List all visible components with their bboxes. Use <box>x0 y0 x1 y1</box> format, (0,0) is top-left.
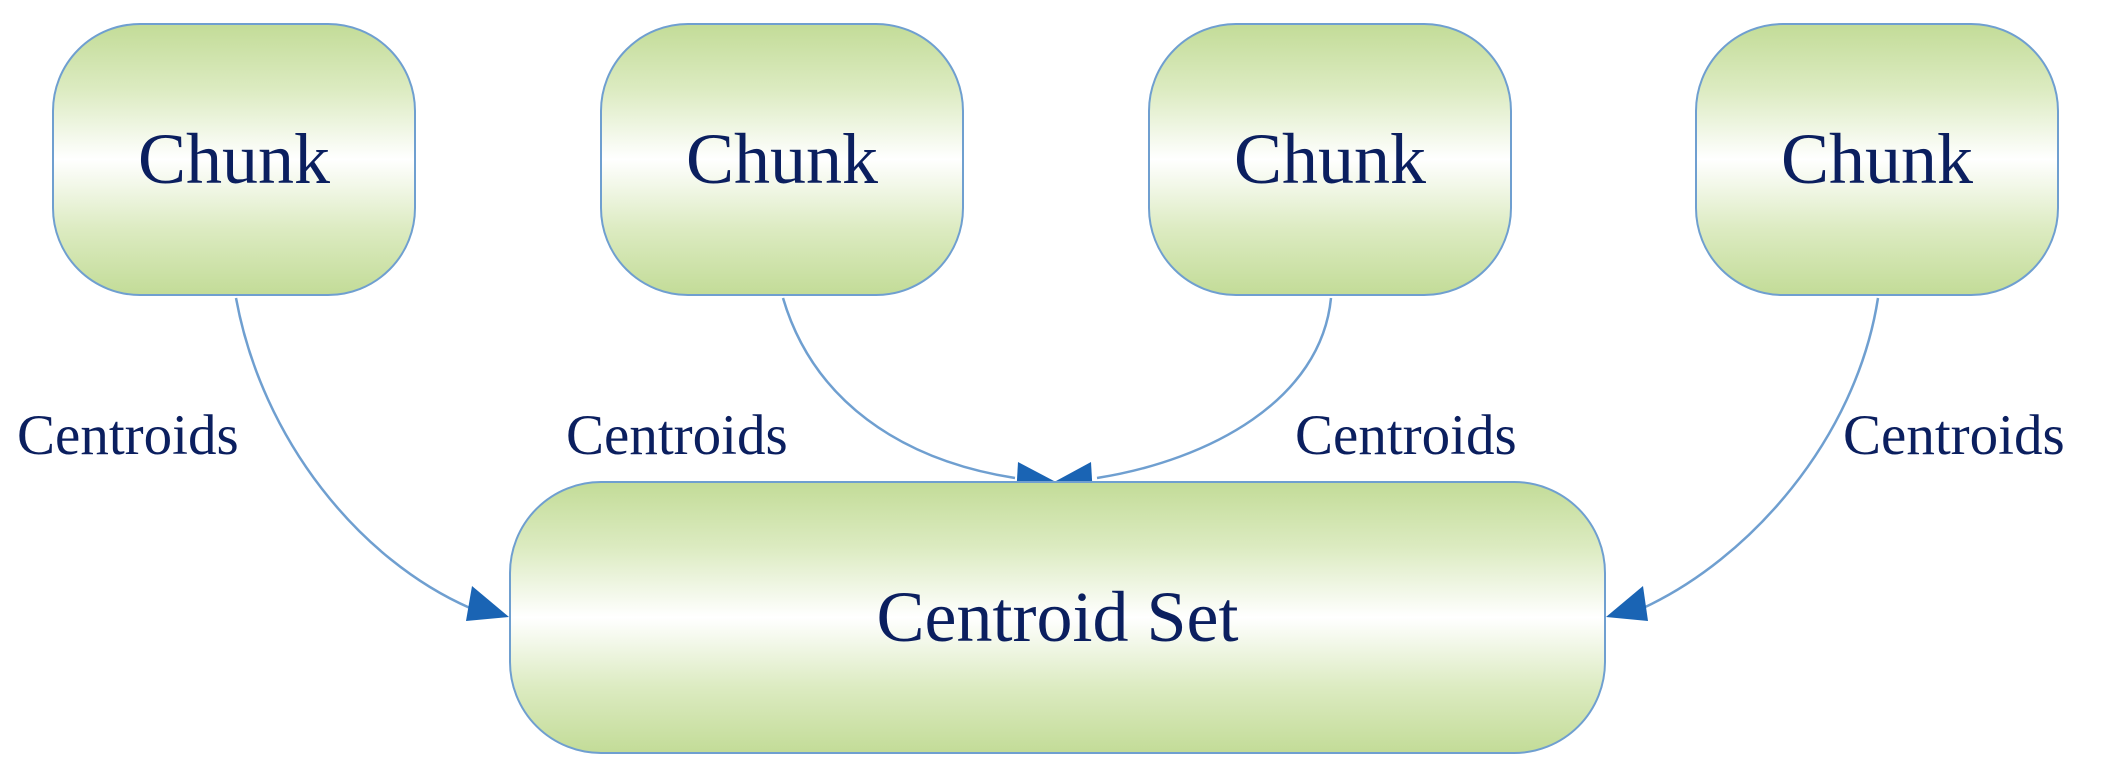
arrowhead-1 <box>466 586 509 621</box>
centroid-set-node: Centroid Set <box>509 481 1606 754</box>
edge-label-centroids: Centroids <box>1843 404 2065 467</box>
chunk-node-label: Chunk <box>1780 119 1974 199</box>
chunk-node-label: Chunk <box>1233 119 1427 199</box>
chunk-node: Chunk <box>1695 23 2059 296</box>
chunk-node-label: Chunk <box>685 119 879 199</box>
connector-chunk-4-to-set <box>1642 297 1880 610</box>
connector-chunk-1-to-set <box>234 297 471 610</box>
arrowhead-4 <box>1606 586 1648 621</box>
chunk-node: Chunk <box>600 23 964 296</box>
edge-label-centroids: Centroids <box>566 404 788 467</box>
connector-chunk-3-to-set <box>1096 297 1333 480</box>
centroid-set-label: Centroid Set <box>876 577 1239 657</box>
chunk-node: Chunk <box>1148 23 1512 296</box>
edge-label-centroids: Centroids <box>1295 404 1517 467</box>
chunk-node-label: Chunk <box>137 119 331 199</box>
edge-label-centroids: Centroids <box>17 404 239 467</box>
chunk-node: Chunk <box>52 23 416 296</box>
connector-chunk-2-to-set <box>781 297 1016 480</box>
